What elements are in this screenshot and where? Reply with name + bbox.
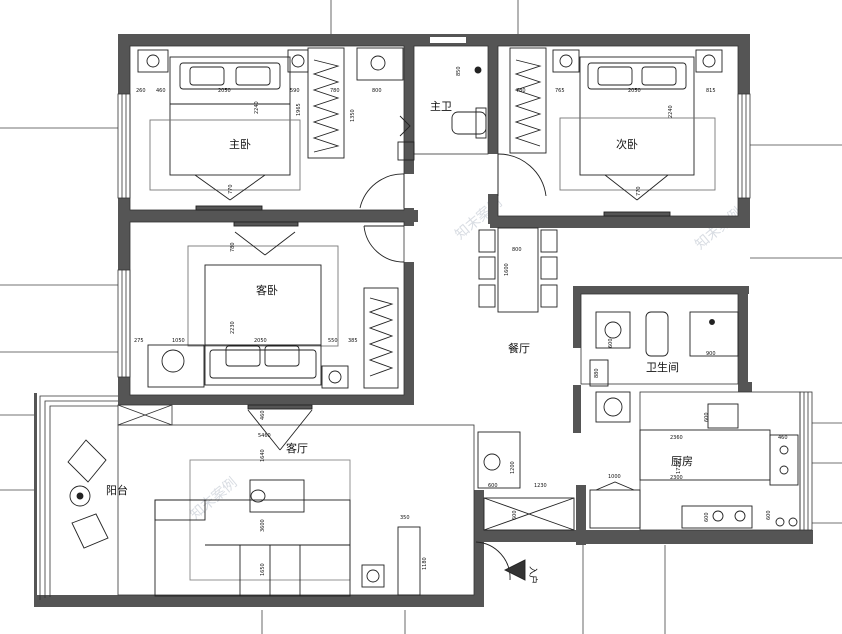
entry-cabinet — [477, 431, 575, 581]
dim-label: 2050 — [628, 88, 641, 94]
dim-label: 2050 — [254, 338, 267, 344]
walls — [34, 34, 813, 607]
dim-label: 1600 — [504, 263, 510, 276]
dim-label: 765 — [555, 88, 565, 94]
label-master-bath: 主卫 — [430, 100, 452, 113]
dim-label: 1965 — [296, 103, 302, 116]
dim-label: 2300 — [670, 475, 683, 481]
dim-label: 780 — [330, 88, 340, 94]
master-bath-fixtures — [397, 66, 487, 161]
dim-label: 460 — [260, 410, 266, 420]
dim-label: 2240 — [668, 105, 674, 118]
master-wardrobe — [307, 47, 404, 159]
dim-label: 600 — [704, 412, 710, 422]
dim-label: 600 — [704, 512, 710, 522]
label-living: 客厅 — [286, 441, 308, 455]
dim-label: 1050 — [172, 338, 185, 344]
watermark: 知末案例 — [692, 204, 746, 253]
dim-label: 780 — [516, 88, 526, 94]
dim-label: 600 — [488, 483, 498, 489]
dim-label: 2050 — [218, 88, 231, 94]
dimensions: 260 460 2050 590 780 800 1965 2240 770 1… — [134, 66, 788, 576]
dim-label: 1200 — [510, 461, 516, 474]
dim-label: 460 — [778, 435, 788, 441]
dim-label: 3600 — [260, 519, 266, 532]
doors — [359, 153, 547, 581]
label-balcony: 阳台 — [106, 483, 128, 497]
dim-label: 385 — [348, 338, 358, 344]
living-furniture — [154, 404, 421, 597]
dim-label: 600 — [512, 510, 518, 520]
dim-label: 2240 — [254, 101, 260, 114]
dim-label: 1350 — [350, 109, 356, 122]
guest-bed — [147, 221, 399, 389]
dim-label: 850 — [456, 66, 462, 76]
dim-label: 2230 — [230, 321, 236, 334]
dim-label: 1650 — [260, 563, 266, 576]
dim-label: 600 — [766, 510, 772, 520]
dim-label: 550 — [328, 338, 338, 344]
dim-label: 350 — [400, 515, 410, 521]
dim-label: 900 — [706, 351, 716, 357]
balcony-furniture — [67, 439, 109, 549]
dim-label: 1720 — [676, 461, 682, 474]
dim-label: 5460 — [258, 433, 271, 439]
label-master-bedroom: 主卧 — [229, 138, 251, 151]
dim-label: 600 — [608, 338, 614, 348]
dim-label: 260 — [136, 88, 146, 94]
bathroom-fixtures — [589, 311, 739, 423]
dim-label: 275 — [134, 338, 144, 344]
dim-label: 1640 — [260, 449, 266, 462]
dim-label: 815 — [706, 88, 716, 94]
dim-label: 460 — [156, 88, 166, 94]
dim-label: 1180 — [422, 557, 428, 570]
dining-table — [478, 227, 558, 313]
label-bathroom: 卫生间 — [646, 360, 679, 374]
label-dining: 餐厅 — [508, 341, 530, 355]
dim-label: 590 — [290, 88, 300, 94]
dim-label: 800 — [512, 247, 522, 253]
dim-label: 770 — [228, 184, 234, 194]
room-outlines — [117, 45, 801, 596]
windows — [117, 93, 813, 531]
label-guest-bedroom: 客卧 — [256, 283, 278, 297]
dim-label: 2360 — [670, 435, 683, 441]
label-second-bedroom: 次卧 — [616, 137, 638, 151]
watermark: 知末案例 — [187, 474, 241, 523]
dim-label: 800 — [372, 88, 382, 94]
label-kitchen: 厨房 — [671, 455, 693, 468]
balcony-rails — [39, 395, 118, 600]
dim-label: 1000 — [608, 474, 621, 480]
dim-label: 1230 — [534, 483, 547, 489]
label-entrance: 入户 — [527, 566, 539, 584]
dim-label: 880 — [594, 368, 600, 378]
kitchen-fixtures — [589, 403, 799, 529]
dim-label: 780 — [230, 242, 236, 252]
dim-label: 770 — [636, 186, 642, 196]
master-bed — [137, 49, 309, 211]
second-bed — [509, 47, 723, 217]
